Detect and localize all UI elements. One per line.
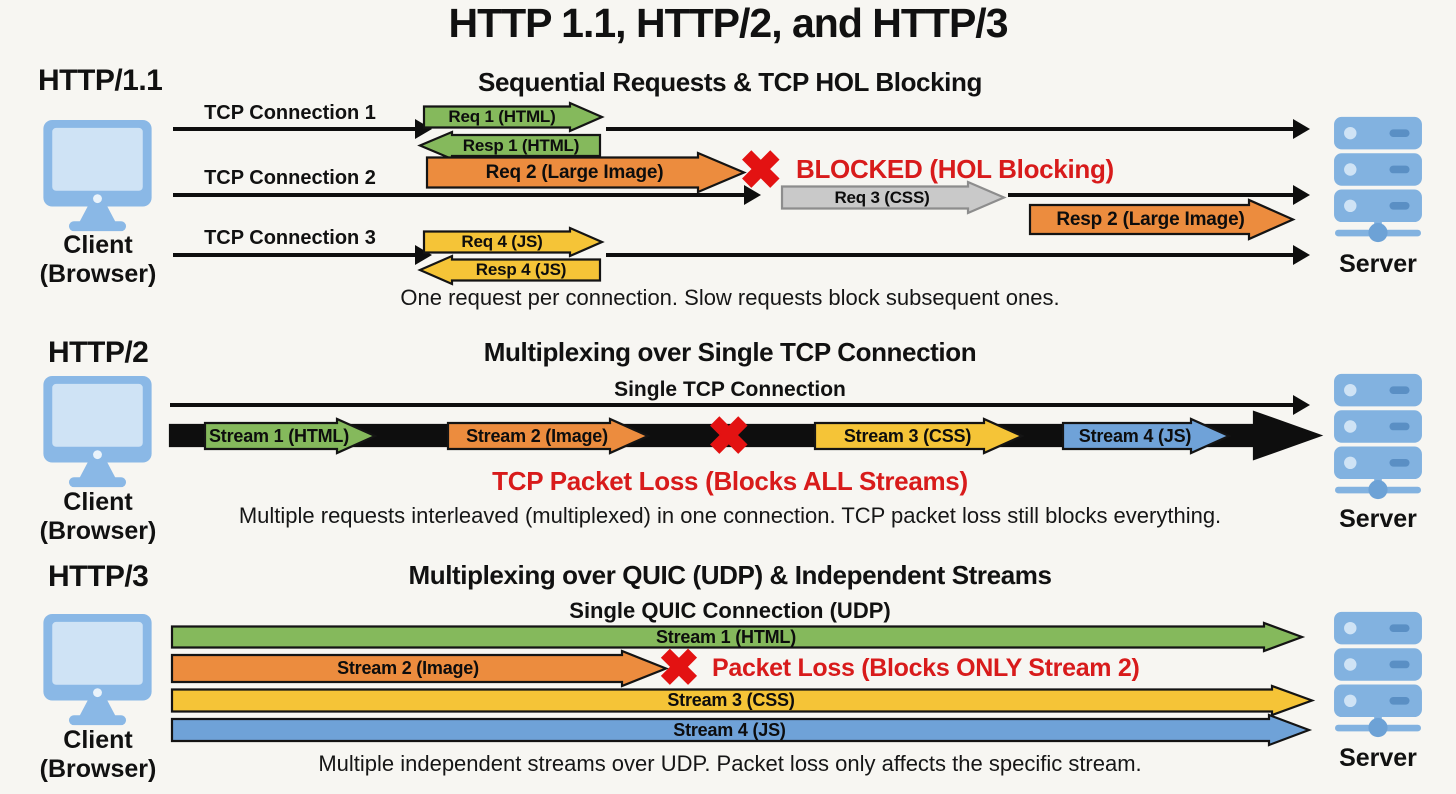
resp2-label: Resp 2 (Large Image) [1056, 208, 1245, 230]
server-icon-http2 [1330, 372, 1426, 507]
server-rack-icon [1334, 116, 1422, 243]
req1-arrow: Req 1 (HTML) [422, 101, 605, 133]
server-label-http2: Server [1339, 505, 1417, 533]
tcp-connection-2-line-cont [1008, 193, 1294, 197]
client-monitor-icon [43, 375, 152, 488]
req2-label: Req 2 (Large Image) [485, 161, 664, 183]
section3-heading: Multiplexing over QUIC (UDP) & Independe… [408, 560, 1052, 590]
client-label-http11: Client (Browser) [39, 231, 157, 288]
page-title: HTTP 1.1, HTTP/2, and HTTP/3 [448, 0, 1008, 46]
quic-packet-loss-x-icon: ✖ [657, 640, 701, 696]
h2-stream1-label: Stream 1 (HTML) [208, 425, 350, 446]
tcp-connection-3-line [173, 253, 416, 257]
tcp-packet-loss-text: TCP Packet Loss (Blocks ALL Streams) [492, 466, 968, 496]
client-monitor-icon [43, 119, 152, 232]
section1-heading: Sequential Requests & TCP HOL Blocking [478, 67, 982, 97]
protocol-label-http3: HTTP/3 [48, 560, 149, 593]
h3-stream2-label: Stream 2 (Image) [337, 658, 479, 678]
h3-stream4-arrow: Stream 4 (JS) [170, 713, 1313, 747]
h2-stream2-arrow: Stream 2 (Image) [446, 417, 651, 455]
client-icon-http2 [40, 373, 155, 500]
server-rack-icon [1334, 373, 1422, 500]
resp1-label: Resp 1 (HTML) [462, 135, 580, 155]
protocol-label-http2: HTTP/2 [48, 336, 149, 369]
tcp-connection-1-line [173, 127, 416, 131]
quic-packet-loss-text: Packet Loss (Blocks ONLY Stream 2) [712, 654, 1140, 682]
h2-stream4-label: Stream 4 (JS) [1078, 425, 1192, 446]
section2-caption: Multiple requests interleaved (multiplex… [238, 503, 1222, 528]
single-quic-connection-label: Single QUIC Connection (UDP) [569, 598, 891, 623]
client-label-http2: Client (Browser) [39, 488, 157, 545]
h2-stream4-arrow: Stream 4 (JS) [1061, 417, 1232, 455]
h2-stream3-arrow: Stream 3 (CSS) [813, 417, 1025, 455]
client-icon-http11 [40, 117, 155, 244]
h2-stream3-label: Stream 3 (CSS) [843, 425, 972, 446]
req4-arrow: Req 4 (JS) [422, 226, 605, 258]
tcp-connection-1-label: TCP Connection 1 [204, 102, 376, 124]
h3-stream3-arrow: Stream 3 (CSS) [170, 684, 1316, 717]
protocol-label-http11: HTTP/1.1 [38, 64, 163, 97]
tcp-connection-thin-line [170, 403, 1294, 407]
client-monitor-icon [43, 613, 152, 726]
tcp-connection-1-line-cont [606, 127, 1294, 131]
h3-stream2-arrow: Stream 2 (Image) [170, 649, 669, 688]
h2-stream2-label: Stream 2 (Image) [466, 425, 608, 446]
single-tcp-connection-label: Single TCP Connection [614, 378, 846, 401]
section3-caption: Multiple independent streams over UDP. P… [318, 751, 1142, 776]
resp2-arrow: Resp 2 (Large Image) [1028, 198, 1296, 241]
resp4-arrow: Resp 4 (JS) [417, 254, 602, 286]
req4-label: Req 4 (JS) [461, 232, 543, 251]
req2-arrow: Req 2 (Large Image) [425, 151, 747, 194]
h3-stream4-label: Stream 4 (JS) [673, 719, 786, 740]
h2-stream1-arrow: Stream 1 (HTML) [203, 417, 378, 455]
server-icon-http3 [1330, 610, 1426, 745]
blocked-text: BLOCKED (HOL Blocking) [796, 154, 1114, 184]
section2-heading: Multiplexing over Single TCP Connection [483, 337, 977, 367]
client-label-http3: Client (Browser) [39, 726, 157, 783]
h3-stream3-label: Stream 3 (CSS) [667, 690, 795, 710]
tcp-connection-3-line-cont [606, 253, 1294, 257]
server-rack-icon [1334, 611, 1422, 738]
req1-label: Req 1 (HTML) [448, 107, 556, 126]
req3-label: Req 3 (CSS) [834, 187, 930, 207]
resp4-label: Resp 4 (JS) [475, 260, 567, 279]
section1-caption: One request per connection. Slow request… [400, 285, 1060, 310]
server-icon-http11 [1330, 115, 1426, 250]
tcp-connection-2-label: TCP Connection 2 [204, 167, 376, 189]
h3-stream1-label: Stream 1 (HTML) [655, 626, 797, 647]
resp1-arrow: Resp 1 (HTML) [417, 130, 602, 161]
server-label-http11: Server [1339, 250, 1417, 278]
req3-arrow: Req 3 (CSS) [780, 180, 1007, 215]
tcp-connection-2-line [173, 193, 745, 197]
h3-stream1-arrow: Stream 1 (HTML) [170, 621, 1306, 653]
tcp-connection-3-label: TCP Connection 3 [204, 227, 376, 249]
client-icon-http3 [40, 611, 155, 738]
server-label-http3: Server [1339, 744, 1417, 772]
tcp-packet-loss-x-icon: ✖ [706, 408, 752, 466]
